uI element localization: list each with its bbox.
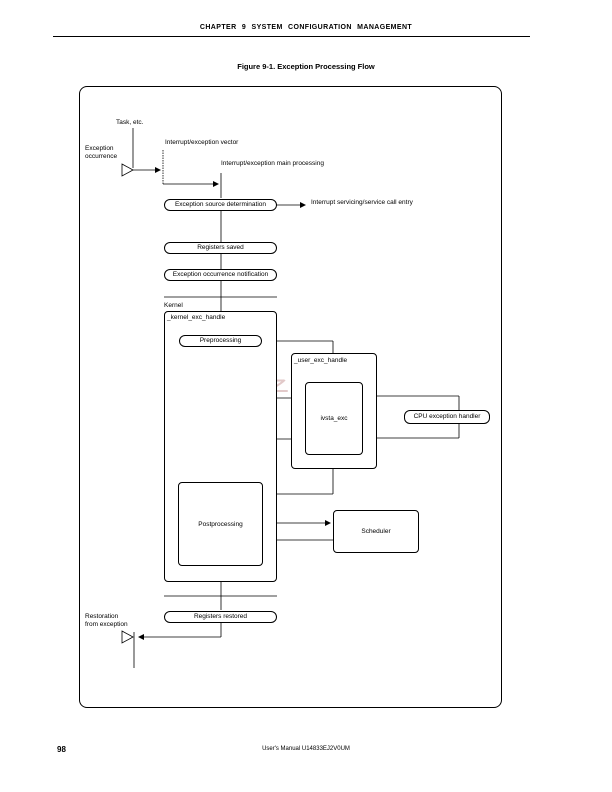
footer-manual: User's Manual U14833EJ2V0UM: [262, 746, 350, 752]
label-exception-occurrence-line2: occurrence: [85, 153, 118, 160]
chapter-header: CHAPTER 9 SYSTEM CONFIGURATION MANAGEMEN…: [199, 24, 413, 31]
label-interrupt-servicing-entry: Interrupt servicing/service call entry: [311, 199, 413, 206]
ivsta-exc-label: ivsta_exc: [320, 415, 348, 422]
label-kernel-exc-handle: _kernel_exc_handle: [167, 314, 226, 321]
step-exception-occurrence-notification: Exception occurrence notification: [164, 269, 277, 281]
label-restoration-line1: Restoration: [85, 613, 119, 620]
postprocessing-label: Postprocessing: [198, 520, 243, 528]
label-restoration-line2: from exception: [85, 621, 128, 628]
header-rule: [53, 36, 530, 37]
label-task-etc: Task, etc.: [116, 119, 144, 126]
step-preprocessing: Preprocessing: [179, 335, 262, 347]
step-registers-restored: Registers restored: [164, 611, 277, 623]
step-registers-saved: Registers saved: [164, 242, 277, 254]
scheduler-label: Scheduler: [361, 528, 391, 535]
step-postprocessing: Postprocessing: [178, 482, 263, 566]
page-number: 98: [57, 745, 66, 754]
label-interrupt-exception-main: Interrupt/exception main processing: [221, 160, 324, 167]
label-interrupt-exception-vector: Interrupt/exception vector: [165, 139, 239, 146]
label-kernel: Kernel: [164, 302, 183, 309]
step-ivsta-exc: ivsta_exc: [305, 382, 363, 455]
label-user-exc-handle: _user_exc_handle: [294, 357, 348, 364]
step-exception-source-determination: Exception source determination: [164, 199, 277, 211]
figure-title: Figure 9-1. Exception Processing Flow: [237, 62, 375, 71]
label-exception-occurrence-line1: Exception: [85, 145, 114, 152]
figure-frame: [79, 86, 502, 708]
step-cpu-exception-handler: CPU exception handler: [404, 410, 490, 424]
step-scheduler: Scheduler: [333, 510, 419, 553]
